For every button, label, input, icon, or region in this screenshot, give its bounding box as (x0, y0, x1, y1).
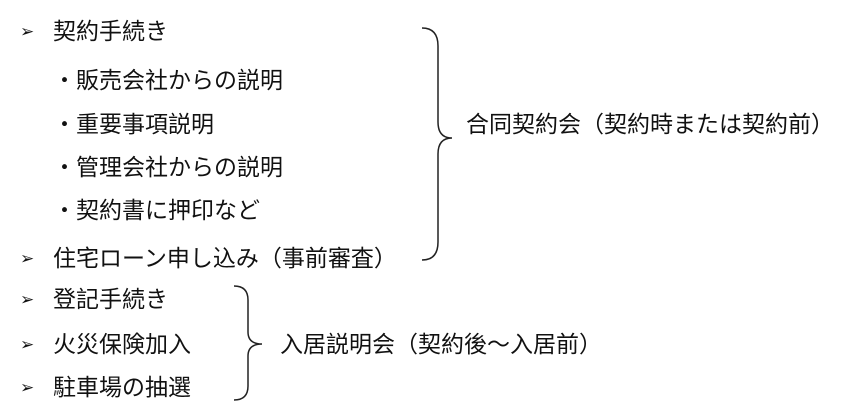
sub-item-contract-stamping: ・契約書に押印など (53, 198, 260, 224)
list-item-housing-loan-application: 住宅ローン申し込み（事前審査） (53, 246, 397, 272)
bullet-arrow-icon: ➢ (20, 378, 35, 398)
sub-item-sales-company-explanation: ・販売会社からの説明 (53, 68, 283, 94)
list-item-fire-insurance: 火災保険加入 (53, 332, 191, 358)
right-brace-icon (421, 27, 453, 261)
move-in-briefing-label: 入居説明会（契約後～入居前） (280, 332, 602, 358)
bullet-arrow-icon: ➢ (20, 290, 35, 310)
list-item-parking-lottery: 駐車場の抽選 (53, 375, 191, 401)
list-item-contract-procedure: 契約手続き (53, 19, 168, 45)
bullet-arrow-icon: ➢ (20, 22, 35, 42)
joint-contract-meeting-label: 合同契約会（契約時または契約前） (466, 112, 834, 138)
bullet-arrow-icon: ➢ (20, 249, 35, 269)
right-brace-icon (233, 285, 263, 401)
bullet-arrow-icon: ➢ (20, 335, 35, 355)
sub-item-important-matters: ・重要事項説明 (53, 112, 214, 138)
list-item-registration-procedure: 登記手続き (53, 287, 168, 313)
sub-item-management-company-explanation: ・管理会社からの説明 (53, 155, 283, 181)
